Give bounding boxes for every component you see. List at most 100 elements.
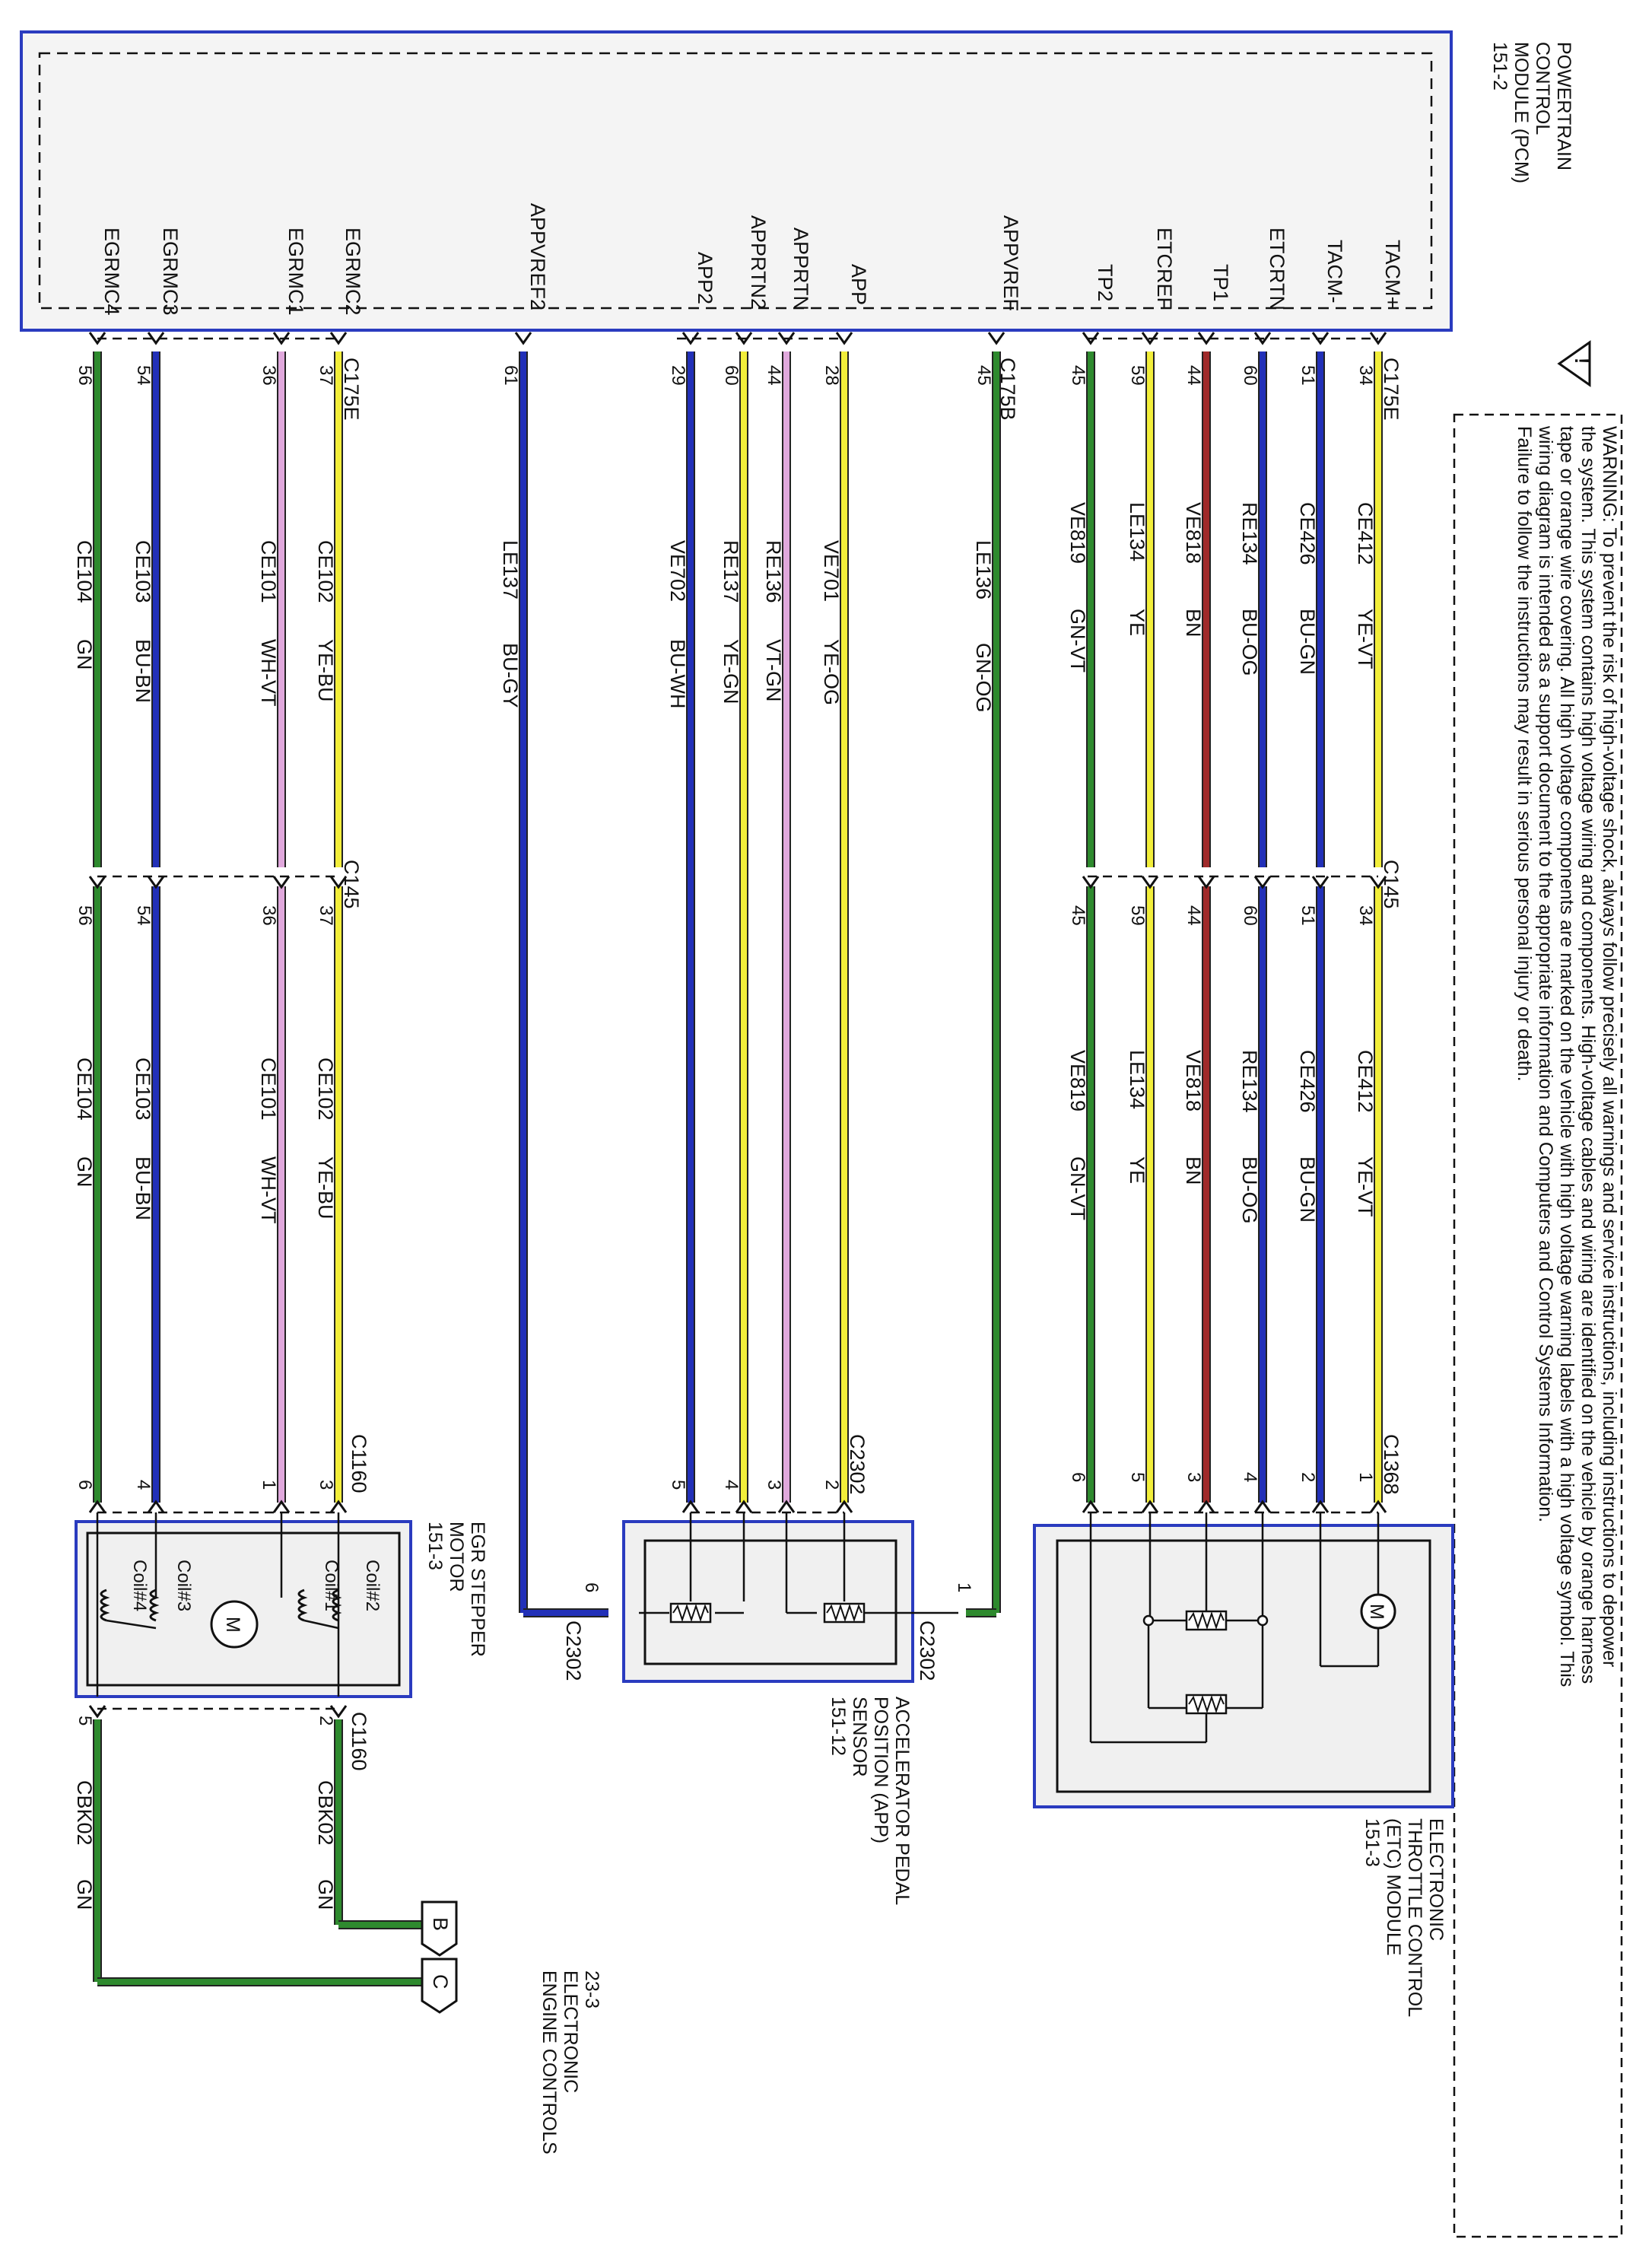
throttle-position-sensor-1-icon	[1185, 1610, 1228, 1631]
warning-line: WARNING: To prevent the risk of high-vol…	[1599, 426, 1620, 1667]
egr-color-2: WH-VT	[257, 1156, 280, 1223]
etc-color-1: BU-GN	[1296, 609, 1319, 675]
warning-line: wiring diagram is intended as a support …	[1535, 425, 1556, 1522]
ref-c-label: C	[429, 1974, 452, 1989]
app-module-arrow	[835, 1500, 853, 1514]
egr-output-circuit: CBK02	[73, 1780, 96, 1846]
pcm-signal-egrmc1: EGRMC1	[284, 227, 307, 316]
pcm-signal-app: APP	[847, 264, 870, 305]
etc-circuit-1: CE412	[1354, 502, 1377, 565]
coil-3-label: Coil#3	[173, 1560, 194, 1611]
coil-4-label: Coil#4	[129, 1560, 150, 1611]
etc-circuit-2: CE426	[1296, 1050, 1319, 1113]
app-circuit: VE701	[820, 540, 843, 602]
etc-module-arrow	[1197, 1500, 1215, 1514]
etc-title-line: THROTTLE CONTROL	[1404, 1818, 1425, 2017]
connector-c175e-top: C175E	[1380, 358, 1403, 421]
egr-c145-arrow	[88, 875, 106, 889]
egr-motor-icon	[210, 1600, 259, 1649]
app-color: YE-GN	[720, 639, 742, 704]
etc-c145-arrow	[1253, 875, 1272, 889]
connector-c1160-out: C1160	[348, 1712, 370, 1771]
egr-pcm-pin: 54	[133, 365, 154, 386]
motor-icon	[1360, 1593, 1396, 1630]
egr-circuit-2: CE103	[132, 1058, 154, 1121]
etc-module-arrow	[1082, 1500, 1100, 1514]
appvref-module-pin: 1	[954, 1582, 974, 1592]
app-module-pin: 5	[668, 1480, 688, 1490]
pcm-title-line: MODULE (PCM)	[1511, 42, 1532, 183]
etc-module-pin: 2	[1298, 1472, 1318, 1482]
app-pcm-pin: 28	[821, 365, 842, 386]
etc-color-1: BN	[1182, 609, 1205, 638]
egr-pcm-pin: 36	[259, 365, 279, 386]
etc-circuit-1: CE426	[1296, 502, 1319, 565]
egr-output-pin: 5	[75, 1716, 95, 1725]
etc-c145-arrow	[1197, 875, 1215, 889]
pcm-pin-arrow	[514, 331, 532, 345]
etc-color-1: GN-VT	[1066, 609, 1089, 673]
pcm-signal-appvref: APPVREF	[999, 215, 1022, 311]
egr-c145-pin: 56	[75, 905, 95, 926]
egr-color-1: GN	[73, 639, 96, 670]
warning-text: WARNING: To prevent the risk of high-vol…	[1514, 425, 1620, 1687]
etc-motor-symbol: M	[1366, 1604, 1387, 1620]
etc-circuit-2: RE134	[1238, 1050, 1261, 1113]
warning-triangle-icon	[1557, 340, 1591, 387]
etc-module: M	[1033, 1512, 1454, 1808]
appvref-circuit: LE136	[972, 540, 995, 600]
etc-module-arrow	[1141, 1500, 1159, 1514]
etc-c145-pin: 34	[1355, 905, 1376, 926]
egr-module-arrow	[88, 1500, 106, 1514]
pcm-title-line: 151-2	[1489, 42, 1511, 91]
app-title-line: 151-12	[828, 1697, 849, 1756]
connector-c2302-pin1: C2302	[916, 1620, 939, 1681]
connector-c175e-bottom: C175E	[340, 358, 363, 421]
pcm-signal-egrmc2: EGRMC2	[342, 227, 364, 316]
connector-dashes	[97, 337, 1378, 1710]
app-sensor-1-icon	[823, 1602, 866, 1624]
etc-pcm-pin: 51	[1298, 365, 1318, 386]
etc-title-line: 151-3	[1361, 1818, 1383, 1867]
etc-module-arrow	[1253, 1500, 1272, 1514]
coil-2-label: Coil#2	[362, 1560, 383, 1611]
egr-color-2: GN	[73, 1156, 96, 1188]
warning-block: !	[1453, 340, 1623, 2238]
etc-circuit-1: RE134	[1238, 502, 1261, 565]
appvref-color: GN-OG	[972, 643, 995, 713]
pcm-signal-appvref2: APPVREF2	[526, 203, 549, 310]
warning-line: Failure to follow the instructions may r…	[1514, 426, 1535, 1082]
app-circuit: VE702	[666, 540, 689, 602]
egr-c145-pin: 54	[133, 905, 154, 926]
etc-color-1: BU-OG	[1238, 609, 1261, 676]
wire-harness	[93, 351, 1383, 1986]
connector-c175b: C175B	[996, 358, 1019, 421]
connector-c1368: C1368	[1380, 1434, 1403, 1495]
etc-color-2: YE-VT	[1354, 1156, 1377, 1217]
egr-circuit-1: CE104	[73, 540, 96, 603]
appvref2-color: BU-GY	[499, 643, 522, 708]
pcm-signal-tp1: TP1	[1209, 264, 1232, 302]
app-circuit: RE137	[720, 540, 742, 603]
pcm-module	[20, 30, 1453, 332]
etc-circuit-2: VE818	[1182, 1050, 1205, 1112]
pcm-signal-labels: TACM+TACM-ETCRTNTP1ETCREFTP2APPVREFAPPAP…	[100, 203, 1404, 316]
etc-pcm-pin: 60	[1240, 365, 1260, 386]
app-module-pin: 2	[821, 1480, 842, 1490]
egr-title-line: MOTOR	[446, 1522, 467, 1592]
engine-controls-connector-c: C	[421, 1958, 458, 2014]
app-module-arrow	[681, 1500, 700, 1514]
egr-circuit-1: CE103	[132, 540, 154, 603]
coil-1-icon	[297, 1589, 308, 1622]
connector-c2302-pins: C2302	[846, 1434, 869, 1495]
app-pcm-pin: 60	[721, 365, 742, 386]
etc-color-2: BU-GN	[1296, 1156, 1319, 1223]
pcm-signal-tacm-: TACM-	[1323, 240, 1346, 303]
app-color: BU-WH	[666, 639, 689, 708]
connector-c145-bottom: C145	[340, 860, 363, 909]
etc-pcm-pin: 34	[1355, 365, 1376, 386]
